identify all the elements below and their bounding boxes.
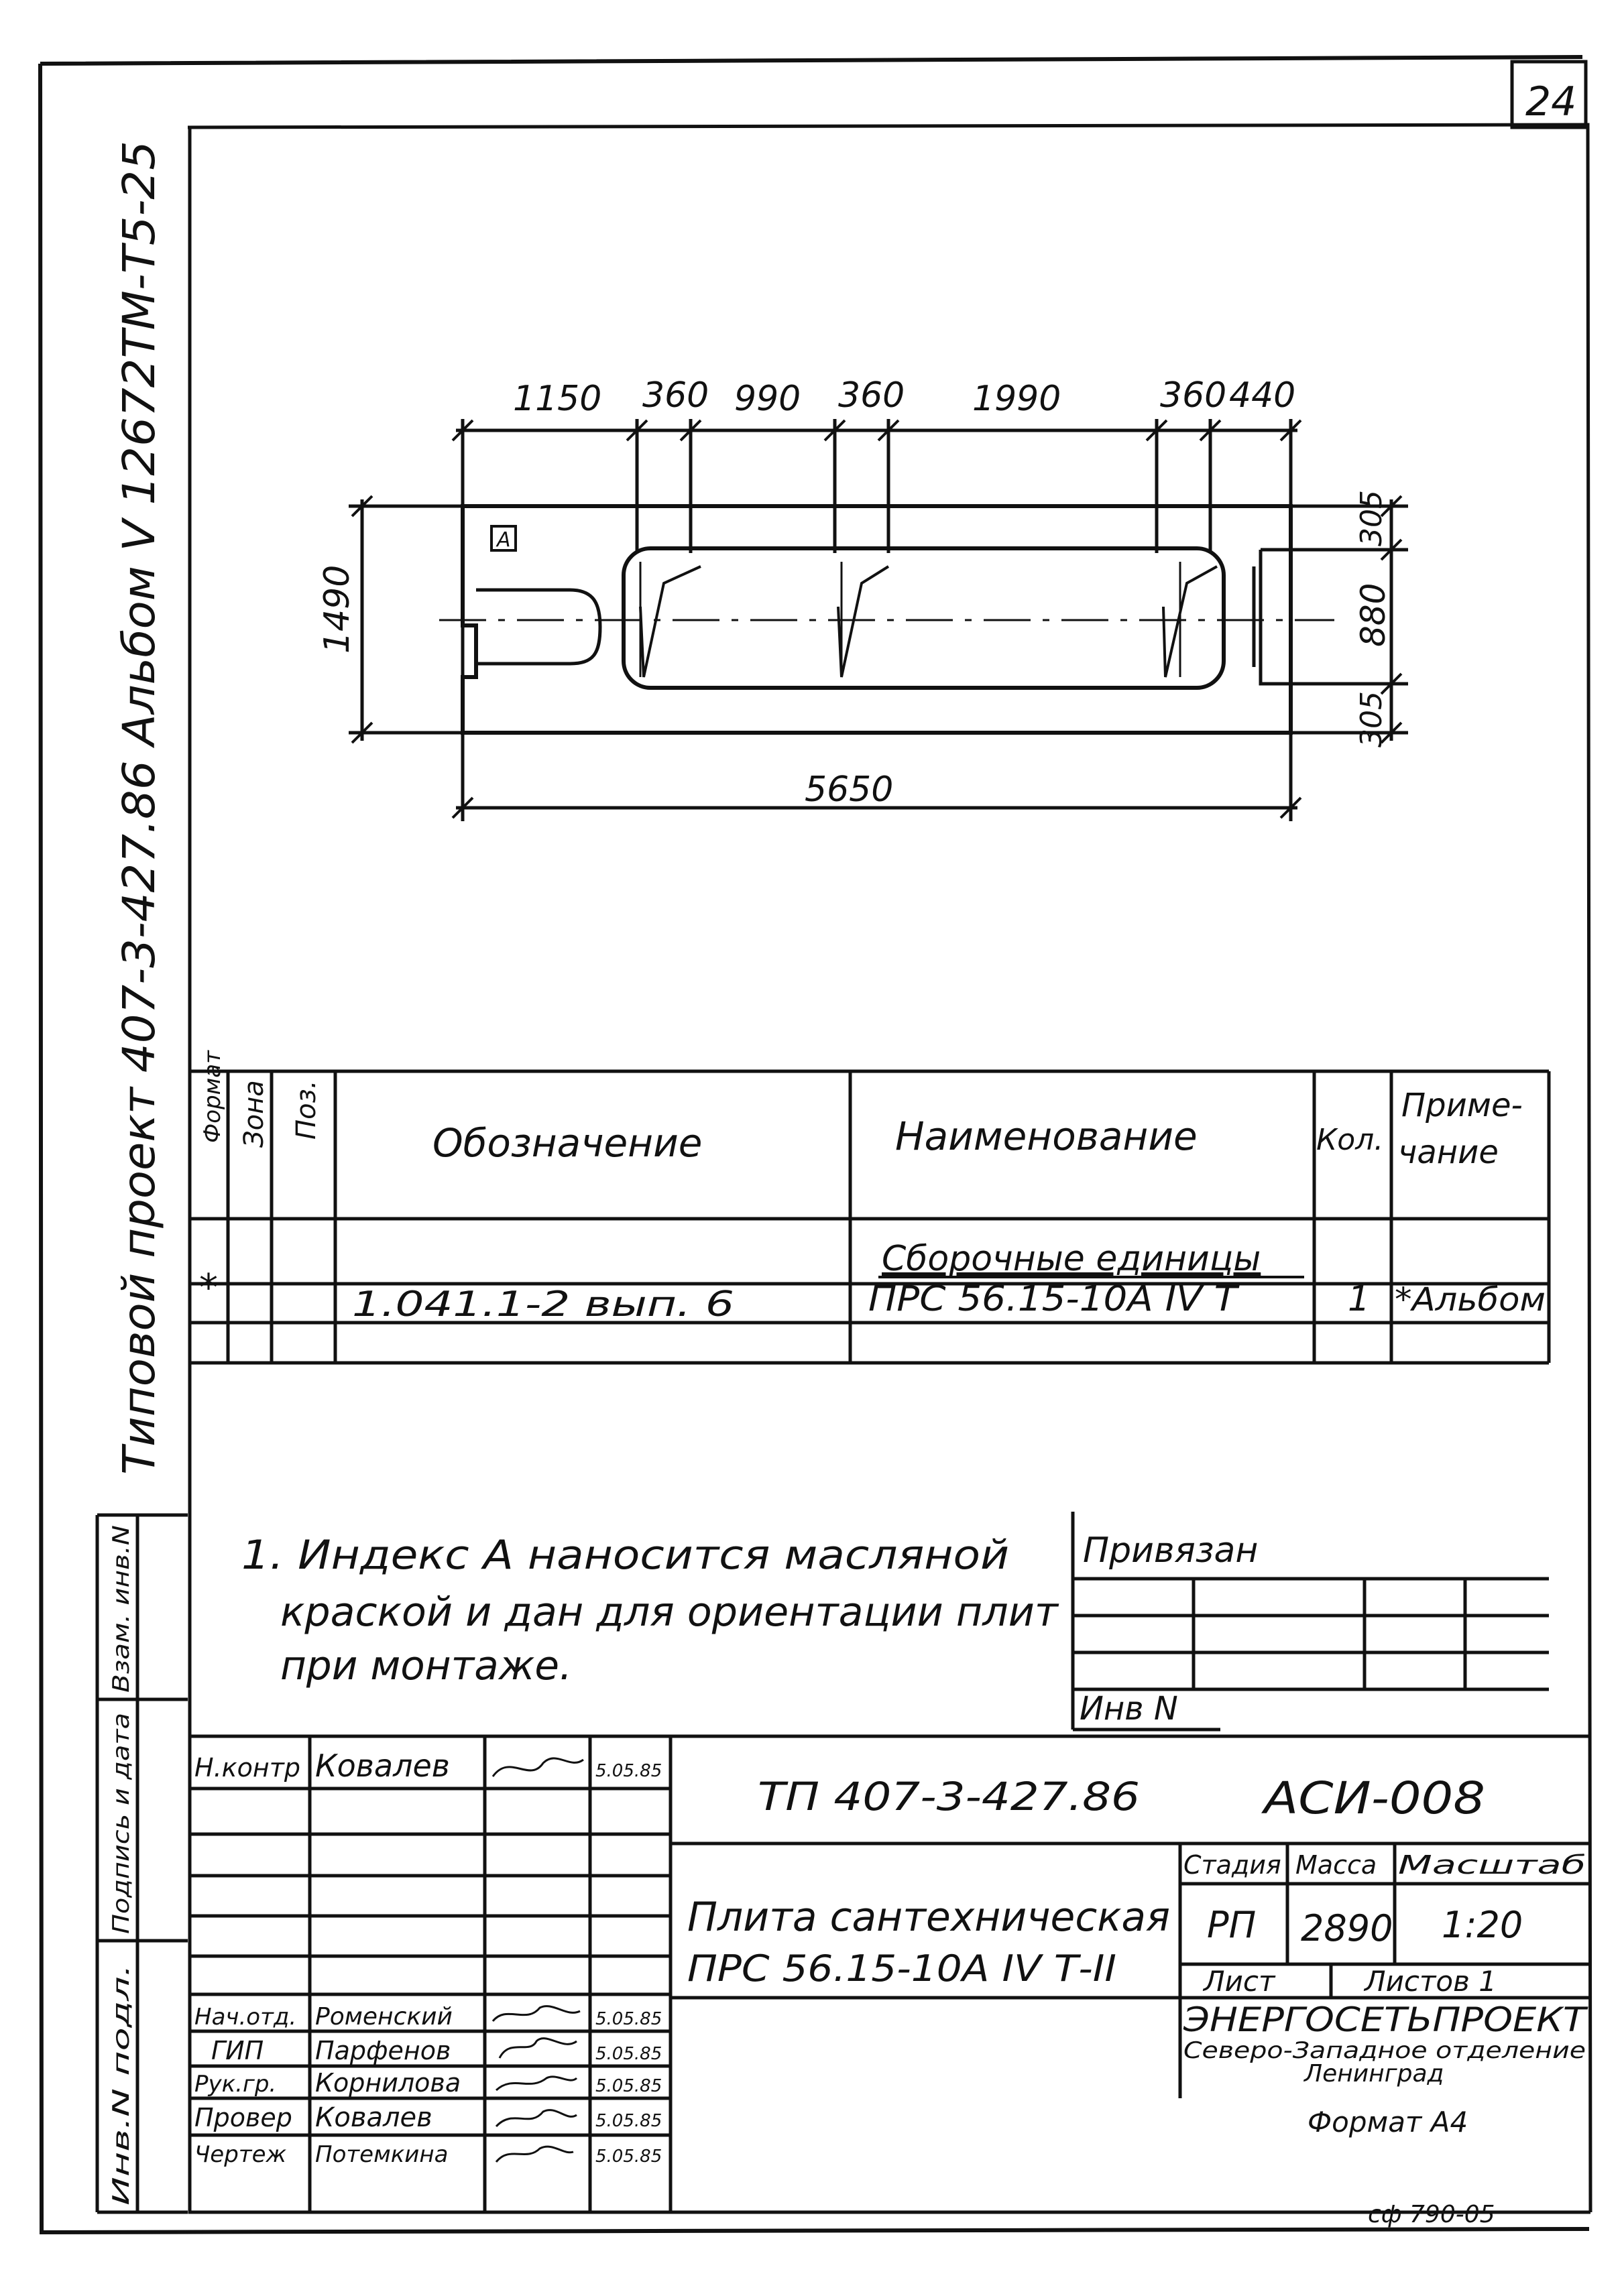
title-block-grid bbox=[190, 1734, 1589, 2212]
dim-height: 1490 bbox=[317, 565, 357, 654]
mass-value: 2890 bbox=[1301, 1907, 1393, 1949]
note-line-2: краской и дан для ориентации плит bbox=[280, 1589, 1059, 1636]
sig-date-1: 5.05.85 bbox=[595, 1761, 662, 1781]
stamp-inv-replace: Взам. инв.N bbox=[108, 1525, 135, 1693]
sig-name-3: Парфенов bbox=[315, 2036, 451, 2065]
dim-top-6: 360 bbox=[1160, 375, 1226, 416]
sig-role-6: Чертеж bbox=[194, 2141, 287, 2168]
drawing-title-2: ПРС 56.15-10А IV Т-II bbox=[687, 1947, 1116, 1990]
row-note: *Альбом bbox=[1395, 1281, 1546, 1319]
sig-date-6: 5.05.85 bbox=[595, 2147, 662, 2167]
notes-block: 1. Индекс А наносится масляной краской и… bbox=[241, 1532, 1059, 1689]
spec-table-grid bbox=[190, 1069, 1551, 1365]
stamp-signature-date: Подпись и дата bbox=[108, 1713, 135, 1934]
note-line-1: 1. Индекс А наносится масляной bbox=[241, 1532, 1009, 1579]
sig-date-3: 5.05.85 bbox=[595, 2044, 662, 2064]
sig-role-3: ГИП bbox=[211, 2036, 264, 2065]
row-qty: 1 bbox=[1348, 1279, 1370, 1319]
col-header-pos: Поз. bbox=[291, 1080, 322, 1140]
signature-scribbles bbox=[491, 1757, 584, 2163]
title-signatures: Н.контр Ковалев 5.05.85 Нач.отд. Роменск… bbox=[194, 1748, 662, 2168]
dim-right-1: 305 bbox=[1354, 490, 1389, 546]
dim-top-7: 440 bbox=[1229, 375, 1295, 416]
col-header-note-2: чание bbox=[1398, 1134, 1499, 1171]
org-city: Ленинград bbox=[1303, 2060, 1444, 2088]
spec-table-headers: Формат Зона Поз. Обозначение Наименовани… bbox=[199, 1050, 1523, 1171]
sig-date-5: 5.05.85 bbox=[595, 2111, 662, 2131]
stamp-inv-orig: Инв.N подл. bbox=[108, 1964, 135, 2206]
dim-top-5: 1990 bbox=[972, 379, 1061, 419]
col-header-name: Наименование bbox=[895, 1113, 1198, 1159]
col-header-format: Формат bbox=[199, 1050, 226, 1143]
note-line-3: при монтаже. bbox=[280, 1642, 572, 1689]
col-header-designation: Обозначение bbox=[432, 1120, 702, 1166]
sig-role-1: Н.контр bbox=[194, 1753, 300, 1783]
stage-value: РП bbox=[1207, 1904, 1256, 1946]
dim-top-1: 1150 bbox=[513, 379, 601, 419]
spec-section-title: Сборочные единицы bbox=[882, 1239, 1261, 1279]
dim-right-2: 880 bbox=[1354, 583, 1393, 647]
sheet-frame bbox=[38, 55, 1592, 2235]
top-dimensions: 1150 360 990 360 1990 360 440 bbox=[513, 375, 1295, 419]
mass-header: Масса bbox=[1295, 1850, 1377, 1880]
binding-title: Привязан bbox=[1083, 1530, 1258, 1571]
binding-box bbox=[1071, 1512, 1549, 1732]
sheet-code: АСИ-008 bbox=[1261, 1772, 1485, 1824]
sig-role-2: Нач.отд. bbox=[194, 2004, 296, 2031]
page-number: 24 bbox=[1525, 78, 1576, 125]
sig-role-5: Провер bbox=[194, 2103, 292, 2132]
sheet-label: Лист bbox=[1202, 1965, 1276, 1998]
title-block-texts: ТП 407-3-427.86 АСИ-008 Плита сантехниче… bbox=[687, 1772, 1588, 2088]
sig-name-4: Корнилова bbox=[315, 2068, 461, 2098]
binding-inv: Инв N bbox=[1080, 1690, 1178, 1728]
sig-date-4: 5.05.85 bbox=[595, 2076, 662, 2096]
spec-row: * 1.041.1-2 вып. 6 ПРС 56.15-10А IV Т 1 … bbox=[199, 1266, 1546, 1325]
scale-header: Масштаб bbox=[1398, 1850, 1586, 1880]
sig-name-2: Роменский bbox=[315, 2003, 453, 2031]
sig-name-5: Ковалев bbox=[315, 2102, 432, 2133]
doc-code: ТП 407-3-427.86 bbox=[758, 1774, 1140, 1819]
row-format-mark: * bbox=[199, 1266, 218, 1310]
org-branch: Северо-Западное отделение bbox=[1183, 2037, 1586, 2064]
org-name: ЭНЕРГОСЕТЬПРОЕКТ bbox=[1183, 2000, 1588, 2039]
sig-name-1: Ковалев bbox=[315, 1748, 450, 1784]
dim-top-3: 990 bbox=[734, 379, 801, 419]
row-designation: 1.041.1-2 вып. 6 bbox=[352, 1284, 734, 1325]
sig-date-2: 5.05.85 bbox=[595, 2009, 662, 2029]
scale-value: 1:20 bbox=[1442, 1904, 1523, 1946]
sheets-label: Листов 1 bbox=[1363, 1965, 1497, 1998]
sig-name-6: Потемкина bbox=[315, 2141, 448, 2168]
left-stamp bbox=[95, 1513, 188, 2214]
col-header-qty: Кол. bbox=[1316, 1123, 1383, 1157]
row-name: ПРС 56.15-10А IV Т bbox=[868, 1279, 1240, 1319]
drawing-title-1: Плита сантехническая bbox=[687, 1894, 1170, 1941]
plate-marker: А bbox=[496, 528, 511, 552]
dim-top-2: 360 bbox=[642, 375, 709, 416]
col-header-zone: Зона bbox=[239, 1080, 270, 1148]
dim-length: 5650 bbox=[805, 770, 893, 810]
col-header-note: Приме- bbox=[1401, 1087, 1523, 1124]
format-label: Формат А4 bbox=[1308, 2106, 1468, 2138]
vertical-project-label: Типовой проект 407-3-427.86 Альбом V 126… bbox=[113, 141, 165, 1475]
sig-role-4: Рук.гр. bbox=[194, 2071, 276, 2098]
plate-plan-drawing bbox=[349, 419, 1408, 821]
footer-code: сф 790-05 bbox=[1368, 2201, 1495, 2228]
dim-right-3: 305 bbox=[1354, 691, 1389, 747]
stage-header: Стадия bbox=[1183, 1850, 1281, 1880]
dim-top-4: 360 bbox=[838, 375, 905, 416]
